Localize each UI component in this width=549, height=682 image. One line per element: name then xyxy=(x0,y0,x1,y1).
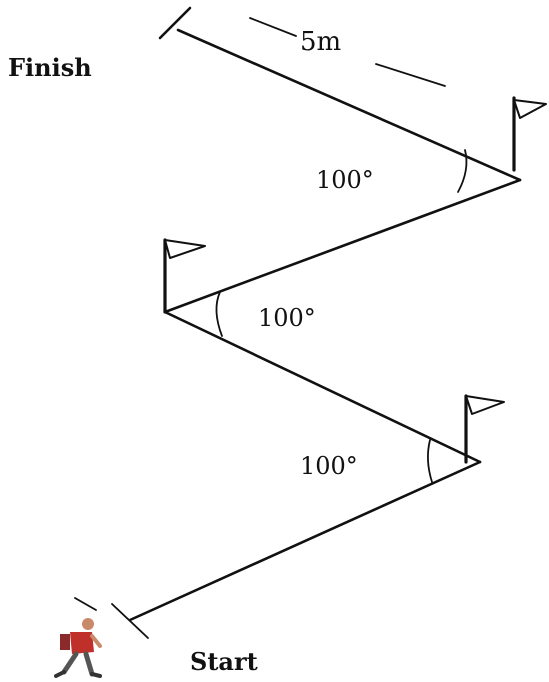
flag-icon xyxy=(464,394,505,464)
flag-icon xyxy=(163,238,206,314)
segment-2 xyxy=(163,310,482,464)
angle-arc-bottom xyxy=(427,439,433,483)
dimension-line-left xyxy=(249,17,297,37)
start-tick xyxy=(111,603,149,639)
finish-label: Finish xyxy=(8,53,92,82)
segment-3 xyxy=(163,178,522,314)
angle-arc-middle xyxy=(215,291,223,337)
angle-label-top: 100° xyxy=(316,166,374,194)
dimension-line-right xyxy=(375,63,446,87)
segment-4 xyxy=(176,28,522,182)
angle-arc-top xyxy=(457,149,468,193)
runner-icon xyxy=(54,618,102,678)
angle-label-middle: 100° xyxy=(258,304,316,332)
flag-icon xyxy=(512,96,547,172)
angle-label-bottom: 100° xyxy=(300,452,358,480)
start-label: Start xyxy=(190,647,258,676)
segment-1 xyxy=(128,460,482,622)
finish-tick xyxy=(158,6,192,40)
start-dash xyxy=(74,597,97,611)
distance-label: 5m xyxy=(300,27,341,57)
